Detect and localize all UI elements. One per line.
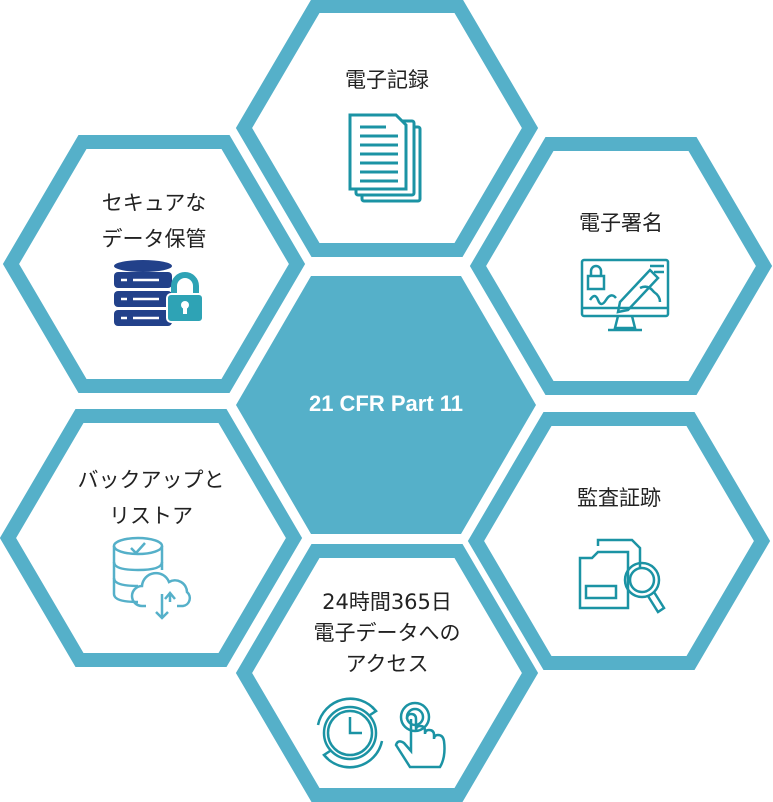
label-backup-restore: バックアップと リストア (31, 462, 271, 534)
label-line: 電子署名 (579, 211, 663, 235)
label-line: リストア (109, 504, 193, 528)
hexagon-electronic-signature (469, 137, 773, 395)
label-electronic-records: 電子記録 (267, 62, 507, 98)
label-line: バックアップと (77, 468, 225, 492)
center-title: 21 CFR Part 11 (308, 391, 464, 416)
label-line: アクセス (345, 652, 429, 676)
label-secure-storage: セキュアな データ保管 (34, 185, 274, 257)
label-line: 監査証跡 (577, 486, 661, 510)
label-access-24-365: 24時間365日 電子データへの アクセス (267, 587, 507, 680)
label-electronic-signature: 電子署名 (501, 205, 741, 241)
clock-touch-icon (316, 697, 446, 769)
label-line: セキュアな (101, 191, 207, 215)
database-cloud-icon (112, 536, 192, 620)
label-line: 24時間365日 (322, 590, 452, 614)
folder-search-icon (578, 538, 666, 614)
label-audit-trail: 監査証跡 (499, 480, 739, 516)
hexagon-access-24-365 (235, 544, 539, 802)
hexagon-center (236, 276, 536, 534)
label-line: 電子記録 (345, 68, 429, 92)
label-line: データ保管 (101, 227, 207, 251)
monitor-signature-icon (580, 258, 670, 332)
documents-icon (348, 113, 422, 203)
label-line: 電子データへの (313, 621, 461, 645)
database-lock-icon (114, 260, 204, 326)
